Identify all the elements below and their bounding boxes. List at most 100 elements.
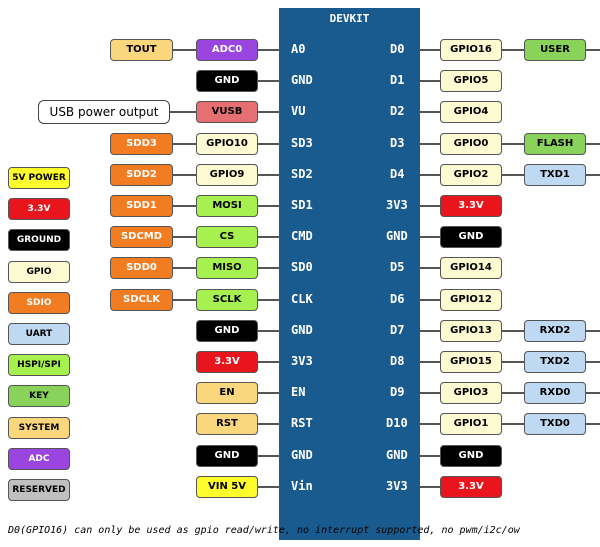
pin-name: CLK	[291, 291, 313, 306]
legend-item: ADC	[8, 447, 70, 470]
pin-label: GPIO4	[440, 101, 502, 124]
pin-name: RST	[291, 416, 313, 431]
pin-label: GPIO15	[440, 351, 502, 373]
pin-name: GND	[291, 447, 313, 462]
pin-connector	[173, 142, 196, 145]
pin-label: MOSI	[196, 195, 258, 217]
pin-label: GND	[196, 319, 258, 342]
pin-alt-label: TXD0	[524, 413, 586, 436]
pin-label: SCLK	[196, 288, 258, 311]
board-title: DEVKIT	[329, 12, 370, 25]
pin-label: VUSB	[196, 101, 258, 124]
pin-alt-label: SDD1	[110, 195, 173, 217]
pin-connector	[502, 423, 524, 426]
pin-connector	[173, 173, 196, 176]
pin-label: MISO	[196, 257, 258, 280]
pin-connector	[420, 485, 440, 488]
pin-name: 3V3	[386, 198, 408, 212]
legend-item: RESERVED	[8, 479, 70, 501]
pin-name: SD0	[291, 260, 313, 275]
pin-label: VIN 5V	[196, 475, 258, 498]
pin-label: GPIO2	[440, 163, 502, 186]
pin-label: GPIO3	[440, 382, 502, 405]
pin-name: 3V3	[291, 354, 313, 368]
pin-connector	[258, 361, 280, 363]
pin-connector	[258, 329, 280, 332]
pin-name: GND	[291, 322, 313, 337]
pin-alt-label: TXD1	[524, 163, 586, 186]
pin-connector	[258, 173, 280, 176]
legend-item: KEY	[8, 385, 70, 408]
pin-label: GPIO0	[440, 132, 502, 155]
pin-name: VU	[291, 104, 306, 119]
usb-power-note: USB power output	[38, 100, 170, 125]
pin-label: GPIO10	[196, 132, 258, 155]
legend-item: SYSTEM	[8, 416, 70, 439]
pin-name: D0	[390, 42, 405, 56]
legend-item: UART	[8, 323, 70, 345]
pin-connector	[420, 454, 440, 457]
pin-label: 3.3V	[196, 351, 258, 373]
pin-connector	[173, 236, 196, 239]
pin-connector	[258, 392, 280, 395]
pin-label: GND	[440, 444, 502, 467]
pin-name: Vin	[291, 478, 313, 493]
pin-label: GND	[440, 226, 502, 249]
pin-label: RST	[196, 413, 258, 436]
pin-name: D6	[390, 291, 405, 306]
pin-alt-label: SDD2	[110, 163, 173, 186]
pin-connector	[258, 142, 280, 145]
pin-alt-label: FLASH	[524, 132, 586, 155]
pin-connector	[420, 205, 440, 207]
pin-name: D9	[390, 385, 405, 400]
pin-label: GPIO1	[440, 413, 502, 436]
pin-connector	[173, 49, 196, 51]
pin-name: CMD	[291, 229, 313, 244]
pin-name: D1	[390, 73, 405, 88]
pin-connector	[586, 173, 600, 176]
pin-name: SD3	[291, 135, 313, 150]
pin-connector	[420, 392, 440, 395]
pin-connector	[502, 142, 524, 145]
pin-name: GND	[386, 447, 408, 462]
pin-label: 3.3V	[440, 195, 502, 217]
legend-item: 5V POWER	[8, 167, 70, 189]
pin-connector	[420, 173, 440, 176]
pin-connector	[258, 267, 280, 270]
pin-alt-label: TXD2	[524, 351, 586, 373]
pin-label: GPIO13	[440, 319, 502, 342]
pin-name: GND	[386, 229, 408, 244]
pin-name: A0	[291, 42, 306, 56]
pin-label: GND	[196, 70, 258, 93]
pin-connector	[420, 142, 440, 145]
pin-connector	[420, 267, 440, 270]
pin-name: EN	[291, 385, 306, 400]
pin-label: GPIO14	[440, 257, 502, 280]
pin-name: D8	[390, 354, 405, 368]
pin-connector	[420, 361, 440, 363]
pin-label: ADC0	[196, 39, 258, 61]
pin-name: D5	[390, 260, 405, 275]
pin-name: D3	[390, 135, 405, 150]
pin-connector	[173, 298, 196, 301]
pin-connector	[502, 361, 524, 363]
legend-item: HSPI/SPI	[8, 354, 70, 377]
legend-item: GPIO	[8, 260, 70, 283]
pin-name: D10	[386, 416, 408, 431]
pin-connector	[420, 111, 440, 114]
pin-alt-label: TOUT	[110, 39, 173, 61]
pin-connector	[502, 49, 524, 51]
pin-connector	[586, 329, 600, 332]
pin-name: D4	[390, 166, 405, 181]
footnote: D0(GPIO16) can only be used as gpio read…	[8, 525, 520, 536]
pin-label: GND	[196, 444, 258, 467]
pin-name: D2	[390, 104, 405, 119]
pin-connector	[170, 111, 196, 114]
pin-connector	[586, 392, 600, 395]
pin-connector	[258, 298, 280, 301]
pin-label: CS	[196, 226, 258, 249]
pin-connector	[420, 236, 440, 239]
pin-name: GND	[291, 73, 313, 88]
pin-connector	[586, 49, 600, 51]
